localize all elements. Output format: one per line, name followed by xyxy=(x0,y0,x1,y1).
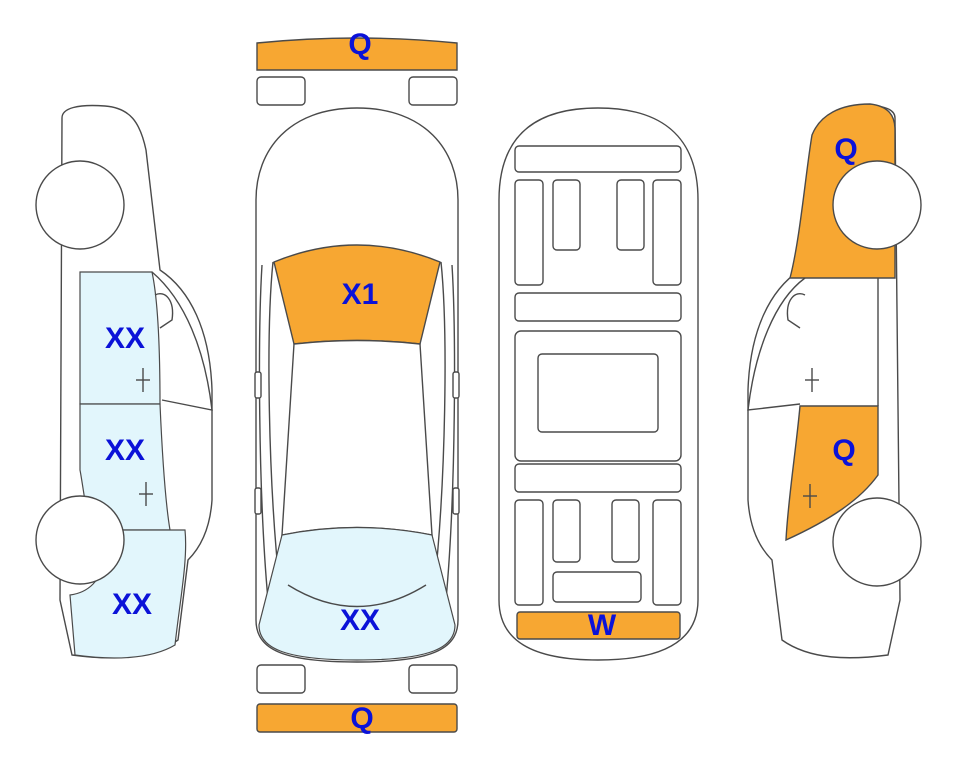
front-bumper-panel[interactable] xyxy=(256,37,458,71)
underside-cross-bar-2 xyxy=(514,463,682,493)
left-mirror xyxy=(254,371,262,399)
trunk-trim-label: W xyxy=(588,609,617,642)
right-rear-door-label: Q xyxy=(832,434,855,467)
underside-part-h xyxy=(652,499,682,606)
trunk-trim-panel[interactable] xyxy=(516,611,681,640)
left-window-line xyxy=(151,271,213,411)
front-left-light xyxy=(256,76,306,106)
rear-window-inner xyxy=(287,584,427,608)
rear-bumper-panel[interactable] xyxy=(256,703,458,733)
right-roof-line xyxy=(433,261,446,591)
roof-panel[interactable] xyxy=(281,339,433,536)
right-mirror xyxy=(452,371,460,399)
front-bumper-label: Q xyxy=(348,28,371,61)
right-handle xyxy=(452,487,460,515)
underside-center-panel xyxy=(537,353,659,433)
left-body-line xyxy=(258,264,269,601)
right-rear-door-panel[interactable] xyxy=(785,405,879,542)
underside-cross-bar-1 xyxy=(514,292,682,322)
left-mirror-line xyxy=(154,293,174,329)
rear-window-panel[interactable] xyxy=(258,526,456,661)
rear-window-label: XX xyxy=(340,604,380,637)
windshield-label: X1 xyxy=(342,278,379,311)
left-rear-door-label: XX xyxy=(105,434,145,467)
underside-part-i xyxy=(552,571,642,603)
underside-front-bar xyxy=(514,145,682,173)
left-handle xyxy=(254,487,262,515)
right-side-view: Q Q xyxy=(747,103,922,659)
underside-part-f xyxy=(552,499,581,563)
underside-part-d xyxy=(652,179,682,286)
underside-part-e xyxy=(514,499,544,606)
right-rear-wheel xyxy=(832,497,922,587)
right-body-line xyxy=(445,264,456,601)
underside-part-c xyxy=(616,179,645,251)
underside-part-b xyxy=(552,179,581,251)
underside-part-a xyxy=(514,179,544,286)
right-window-line xyxy=(747,277,806,411)
left-rear-door-panel[interactable] xyxy=(79,403,171,531)
left-roof-line xyxy=(268,261,281,591)
right-mirror-line xyxy=(786,293,806,329)
left-front-wheel xyxy=(35,160,125,250)
left-rear-quarter-label: XX xyxy=(112,588,152,621)
underside-part-g xyxy=(611,499,640,563)
right-front-wheel xyxy=(832,160,922,250)
front-right-light xyxy=(408,76,458,106)
left-front-door-label: XX xyxy=(105,322,145,355)
left-rear-wheel xyxy=(35,495,125,585)
underside-view: W xyxy=(498,107,699,661)
rear-right-light xyxy=(408,664,458,694)
left-side-view: XX XX XX xyxy=(35,104,213,659)
top-view: Q X1 XX Q xyxy=(254,28,460,735)
rear-left-light xyxy=(256,664,306,694)
right-front-fender-label: Q xyxy=(834,133,857,166)
rear-bumper-label: Q xyxy=(350,702,373,735)
